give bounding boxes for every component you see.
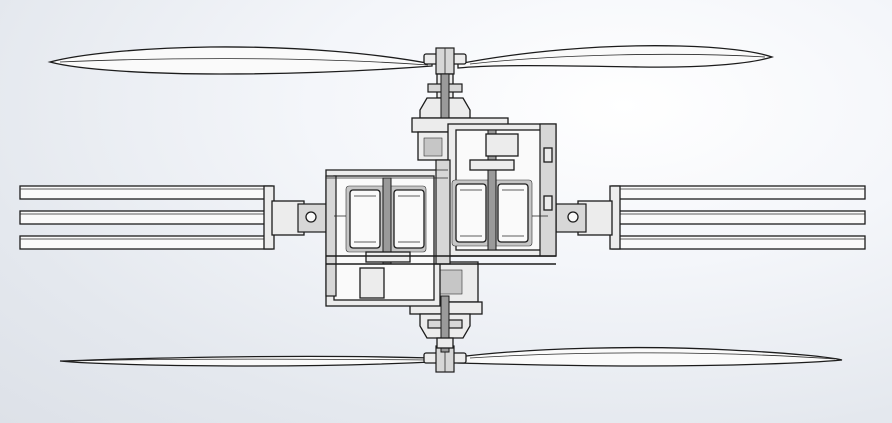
left-motor-mount <box>359 267 385 299</box>
left-motor-shaft <box>382 177 392 265</box>
right-side-rail <box>539 123 557 257</box>
lower-drive-shaft <box>440 295 450 353</box>
right-arm <box>555 185 866 250</box>
right-arm-tube-bottom <box>611 235 866 250</box>
left-motor <box>345 177 427 299</box>
left-arm-pivot-bolt <box>305 211 317 223</box>
top-propeller <box>47 45 775 75</box>
left-arm-tube-middle <box>19 210 273 225</box>
right-motor-mount <box>485 133 519 157</box>
bottom-propeller-right-blade <box>457 346 843 367</box>
center-spine <box>435 159 451 265</box>
bottom-propeller-left-blade <box>59 355 433 367</box>
right-arm-pivot-bolt <box>567 211 579 223</box>
right-arm-tube-middle <box>611 210 866 225</box>
left-arm-tube-bottom <box>19 235 273 250</box>
left-arm-tube-top <box>19 185 273 200</box>
top-propeller-right-blade <box>457 45 775 69</box>
right-arm-tube-top <box>611 185 866 200</box>
right-motor-shaft <box>487 129 497 251</box>
left-arm <box>19 185 333 250</box>
lower-shaft-collar <box>436 337 454 349</box>
left-side-rail <box>325 175 337 297</box>
frame-rails <box>326 169 556 265</box>
top-propeller-left-blade <box>47 46 433 75</box>
right-motor <box>451 129 533 251</box>
bottom-propeller <box>59 345 843 373</box>
